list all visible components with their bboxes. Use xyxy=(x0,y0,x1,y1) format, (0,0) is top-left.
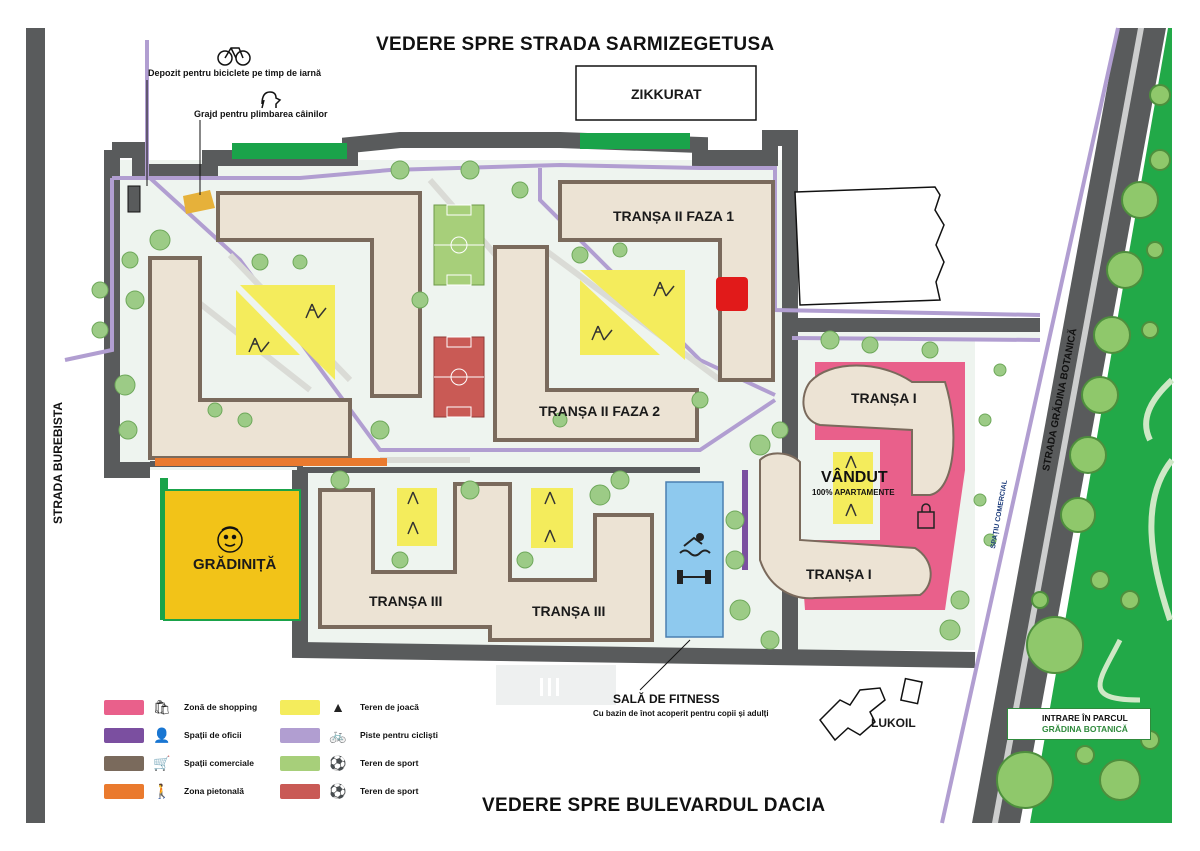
block-transa-3 xyxy=(318,482,654,642)
label-bike-depot: Depozit pentru biciclete pe timp de iarn… xyxy=(148,68,322,78)
label-dog-area: Grajd pentru plimbarea câinilor xyxy=(194,109,328,119)
shopping-bag-icon: 🛍 xyxy=(153,698,171,715)
park-entrance-line1: INTRARE ÎN PARCUL xyxy=(1042,713,1128,723)
label-transa-1-bottom: TRANȘA I xyxy=(806,566,872,582)
zikkurat-building xyxy=(575,65,757,121)
park-entrance-sign: INTRARE ÎN PARCUL GRĂDINA BOTANICĂ xyxy=(1007,708,1151,740)
street-burebista-road xyxy=(26,28,45,823)
bicycle-icon xyxy=(217,47,251,66)
legend-item-sport-green: ⚽ Teren de sport xyxy=(280,754,418,772)
block-top-left xyxy=(216,191,422,398)
street-burebista-label: STRADA BUREBISTA xyxy=(51,402,65,524)
office-strip xyxy=(742,470,748,570)
block-transa-2-faza-1 xyxy=(558,180,775,382)
shopping-bag-icon-map xyxy=(917,503,935,529)
hedge-top-right xyxy=(580,133,690,149)
legend-swatch xyxy=(280,755,320,771)
shopping-cart-icon: 🛒 xyxy=(153,754,171,771)
legend-label: Zona pietonală xyxy=(184,786,244,796)
pedestrian-icon: 🚶 xyxy=(153,782,171,799)
legend-label: Teren de joacă xyxy=(360,702,419,712)
legend-item-pedestrian: 🚶 Zona pietonală xyxy=(104,782,244,800)
sold-title: VÂNDUT xyxy=(821,469,888,486)
crosswalk xyxy=(540,678,559,696)
block-transa-1-upper xyxy=(802,364,955,496)
legend-item-shopping: 🛍 Zonă de shopping xyxy=(104,698,257,716)
legend-label: Spații comerciale xyxy=(184,758,254,768)
legend-swatch xyxy=(104,699,144,715)
dog-icon xyxy=(261,91,282,109)
label-transa-3-left: TRANȘA III xyxy=(369,593,443,609)
kindergarten-building xyxy=(163,489,301,621)
legend-item-bike: 🚲 Piste pentru cicliști xyxy=(280,726,438,744)
legend-swatch xyxy=(280,727,320,743)
pool-icons xyxy=(677,533,711,584)
dog-area-box xyxy=(183,190,215,214)
playground-icons xyxy=(248,281,857,543)
legend-swatch xyxy=(104,727,144,743)
park-entrance-line2: GRĂDINA BOTANICĂ xyxy=(1042,724,1128,734)
bike-depot-box xyxy=(127,185,141,213)
fitness-subtitle: Cu bazin de înot acoperit pentru copii ș… xyxy=(593,709,769,718)
block-transa-1-lower xyxy=(759,452,932,600)
football-icon: ⚽ xyxy=(329,782,347,799)
label-zikkurat: ZIKKURAT xyxy=(631,86,702,102)
label-lukoil: LUKOIL xyxy=(871,716,916,730)
neighbour-building xyxy=(794,186,945,306)
legend-swatch xyxy=(280,783,320,799)
playgrounds xyxy=(236,270,873,548)
legend-label: Zonă de shopping xyxy=(184,702,258,712)
legend-label: Teren de sport xyxy=(360,758,419,768)
label-transa-2-faza-1: TRANȘA II FAZA 1 xyxy=(613,208,735,224)
legend-label: Teren de sport xyxy=(360,786,419,796)
legend-item-commercial: 🛒 Spații comerciale xyxy=(104,754,254,772)
legend-label: Spații de oficii xyxy=(184,730,242,740)
fitness-pool-building xyxy=(665,481,724,638)
inner-road-top xyxy=(112,130,798,320)
label-transa-3-right: TRANȘA III xyxy=(532,603,606,619)
pedestrian-zone xyxy=(155,458,387,466)
label-transa-2-faza-2: TRANȘA II FAZA 2 xyxy=(539,403,661,419)
playground-icon: ▲ xyxy=(331,699,345,715)
sold-subtitle: 100% APARTAMENTE xyxy=(812,488,895,497)
football-icon: ⚽ xyxy=(329,754,347,771)
legend-item-sport-red: ⚽ Teren de sport xyxy=(280,782,418,800)
legend-label: Piste pentru cicliști xyxy=(360,730,438,740)
lukoil-building xyxy=(819,687,886,742)
kid-face-icon xyxy=(217,526,243,553)
title-bottom: VEDERE SPRE BULEVARDUL DACIA xyxy=(482,795,826,816)
office-worker-icon: 👤 xyxy=(153,726,171,743)
hedge-top-left xyxy=(232,143,347,159)
bicycle-icon: 🚲 xyxy=(329,726,347,743)
legend-swatch xyxy=(104,783,144,799)
legend-item-offices: 👤 Spații de oficii xyxy=(104,726,242,744)
lukoil-small-building xyxy=(899,677,923,705)
block-transa-2-faza-2 xyxy=(493,245,699,442)
legend-item-playground: ▲ Teren de joacă xyxy=(280,698,419,716)
legend-swatch xyxy=(104,755,144,771)
label-transa-1-top: TRANȘA I xyxy=(851,390,917,406)
site-trees xyxy=(91,160,1007,650)
label-gradinita: GRĂDINIȚĂ xyxy=(193,556,277,573)
block-left-L xyxy=(148,256,352,460)
highlight-marker xyxy=(716,277,748,311)
title-top: VEDERE SPRE STRADA SARMIZEGETUSA xyxy=(376,34,775,55)
legend-swatch xyxy=(280,699,320,715)
fitness-title: SALĂ DE FITNESS xyxy=(613,692,720,706)
park-trees xyxy=(996,84,1171,809)
